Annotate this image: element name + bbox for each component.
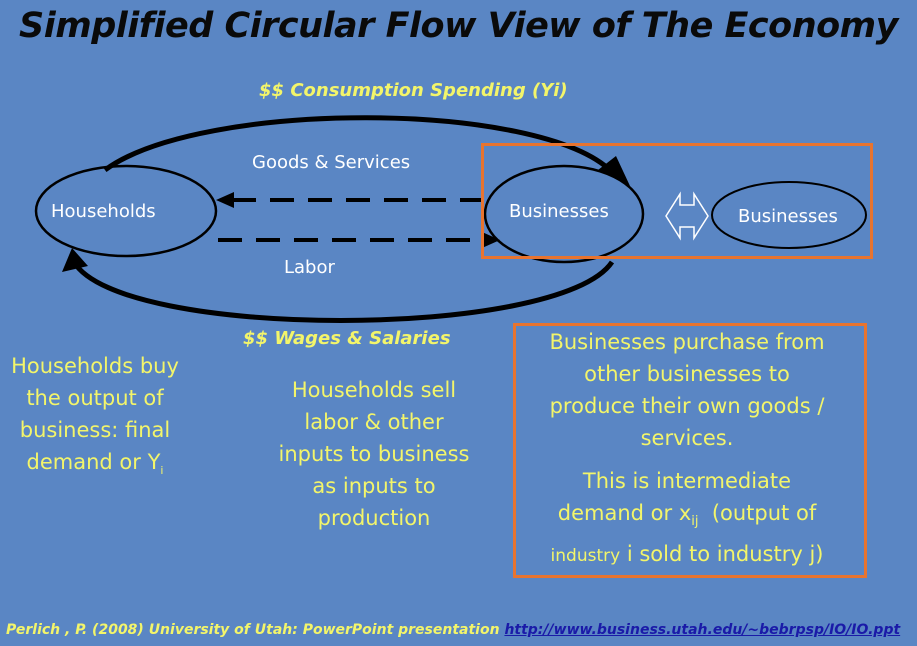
businesses-purchase-note: Businesses purchase from other businesse… (542, 326, 832, 572)
note-line: inputs to business (278, 442, 470, 466)
note-text: (output of (698, 501, 817, 525)
note-line: production (317, 506, 431, 530)
consumption-arrowhead (598, 156, 630, 186)
note-line: the output of (26, 386, 164, 410)
double-arrow-icon (665, 191, 709, 241)
note-line: demand or Yi (0, 446, 190, 487)
note-line: Households buy (11, 354, 179, 378)
wages-salaries-arrow (71, 260, 615, 323)
businesses-main-label: Businesses (509, 201, 609, 222)
page-title: Simplified Circular Flow View of The Eco… (19, 6, 898, 46)
goods-services-arrowhead (216, 192, 234, 208)
goods-services-label: Goods & Services (252, 152, 411, 173)
citation: Perlich , P. (2008) University of Utah: … (6, 622, 900, 638)
note-line: industry i sold to industry j) (542, 538, 832, 572)
households-sell-note: Households sell labor & other inputs to … (266, 374, 482, 534)
citation-text: Perlich , P. (2008) University of Utah: … (6, 622, 505, 638)
businesses-highlight-box (481, 143, 873, 259)
businesses-other-node (711, 181, 867, 249)
consumption-spending-arrow (103, 115, 614, 174)
note-text: industry (550, 546, 621, 567)
note-text: demand or x (557, 501, 692, 525)
note-line: Businesses purchase from (549, 330, 825, 354)
households-node (34, 164, 218, 258)
note-line: business: final (19, 418, 171, 442)
note-line: as inputs to (312, 474, 436, 498)
households-label: Households (51, 201, 156, 222)
note-text: demand or Y (26, 450, 161, 474)
subscript: ij (691, 514, 699, 530)
businesses-main-node (483, 164, 645, 264)
consumption-spending-label: $$ Consumption Spending (Yi) (259, 80, 568, 101)
note-line: other businesses to (584, 362, 790, 386)
note-line: labor & other (304, 410, 444, 434)
labor-label: Labor (284, 257, 335, 278)
wages-arrowhead (62, 248, 88, 272)
note-line: services. (640, 426, 734, 450)
note-line: This is intermediate (582, 469, 792, 493)
citation-link[interactable]: http://www.business.utah.edu/~bebrpsp/IO… (504, 622, 901, 638)
wages-salaries-label: $$ Wages & Salaries (243, 328, 451, 349)
note-line: produce their own goods / (549, 394, 825, 418)
businesses-other-label: Businesses (738, 206, 838, 227)
note-line: demand or xij (output of (542, 497, 832, 538)
intermediate-demand-box (513, 323, 867, 578)
note-line: Households sell (291, 378, 457, 402)
labor-arrowhead (482, 232, 500, 248)
subscript: i (160, 464, 164, 478)
note-text: i sold to industry j) (620, 542, 824, 567)
households-buy-note: Households buy the output of business: f… (0, 350, 190, 487)
